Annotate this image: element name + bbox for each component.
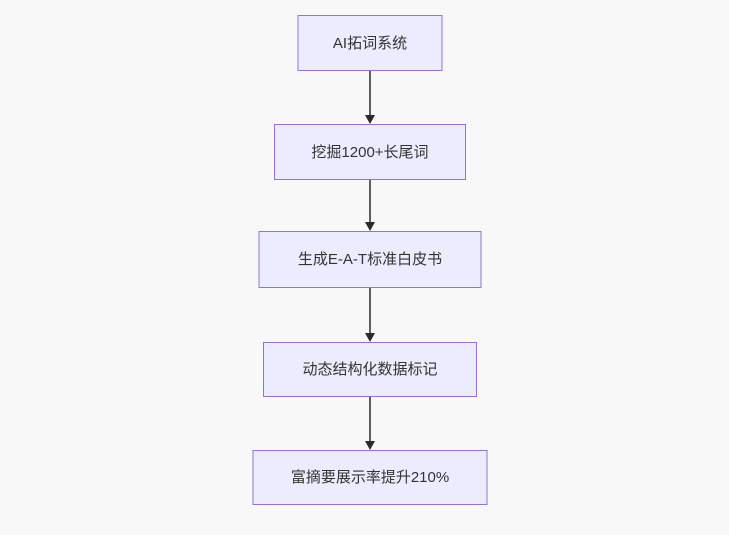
arrow-head-icon [365,441,375,450]
flow-node-label: 富摘要展示率提升210% [290,469,450,486]
flow-node-eat-whitepaper: 生成E-A-T标准白皮书 [258,231,482,288]
arrow-line [369,180,371,222]
flow-node-rich-snippet-uplift: 富摘要展示率提升210% [252,450,488,505]
flow-arrow-2 [364,180,376,231]
flow-arrow-4 [364,397,376,450]
flow-node-structured-data-markup: 动态结构化数据标记 [263,342,477,397]
flow-node-ai-word-expansion: AI拓词系统 [297,15,443,71]
flow-arrow-3 [364,288,376,342]
flow-node-longtail-mining: 挖掘1200+长尾词 [274,124,466,180]
arrow-line [369,71,371,115]
arrow-head-icon [365,222,375,231]
arrow-line [369,288,371,333]
flow-arrow-1 [364,71,376,124]
flow-node-label: 生成E-A-T标准白皮书 [297,251,443,268]
arrow-head-icon [365,333,375,342]
flow-node-label: 挖掘1200+长尾词 [311,143,429,161]
arrow-head-icon [365,115,375,124]
flow-node-label: 动态结构化数据标记 [302,361,438,378]
flow-node-label: AI拓词系统 [332,34,408,52]
arrow-line [369,397,371,441]
